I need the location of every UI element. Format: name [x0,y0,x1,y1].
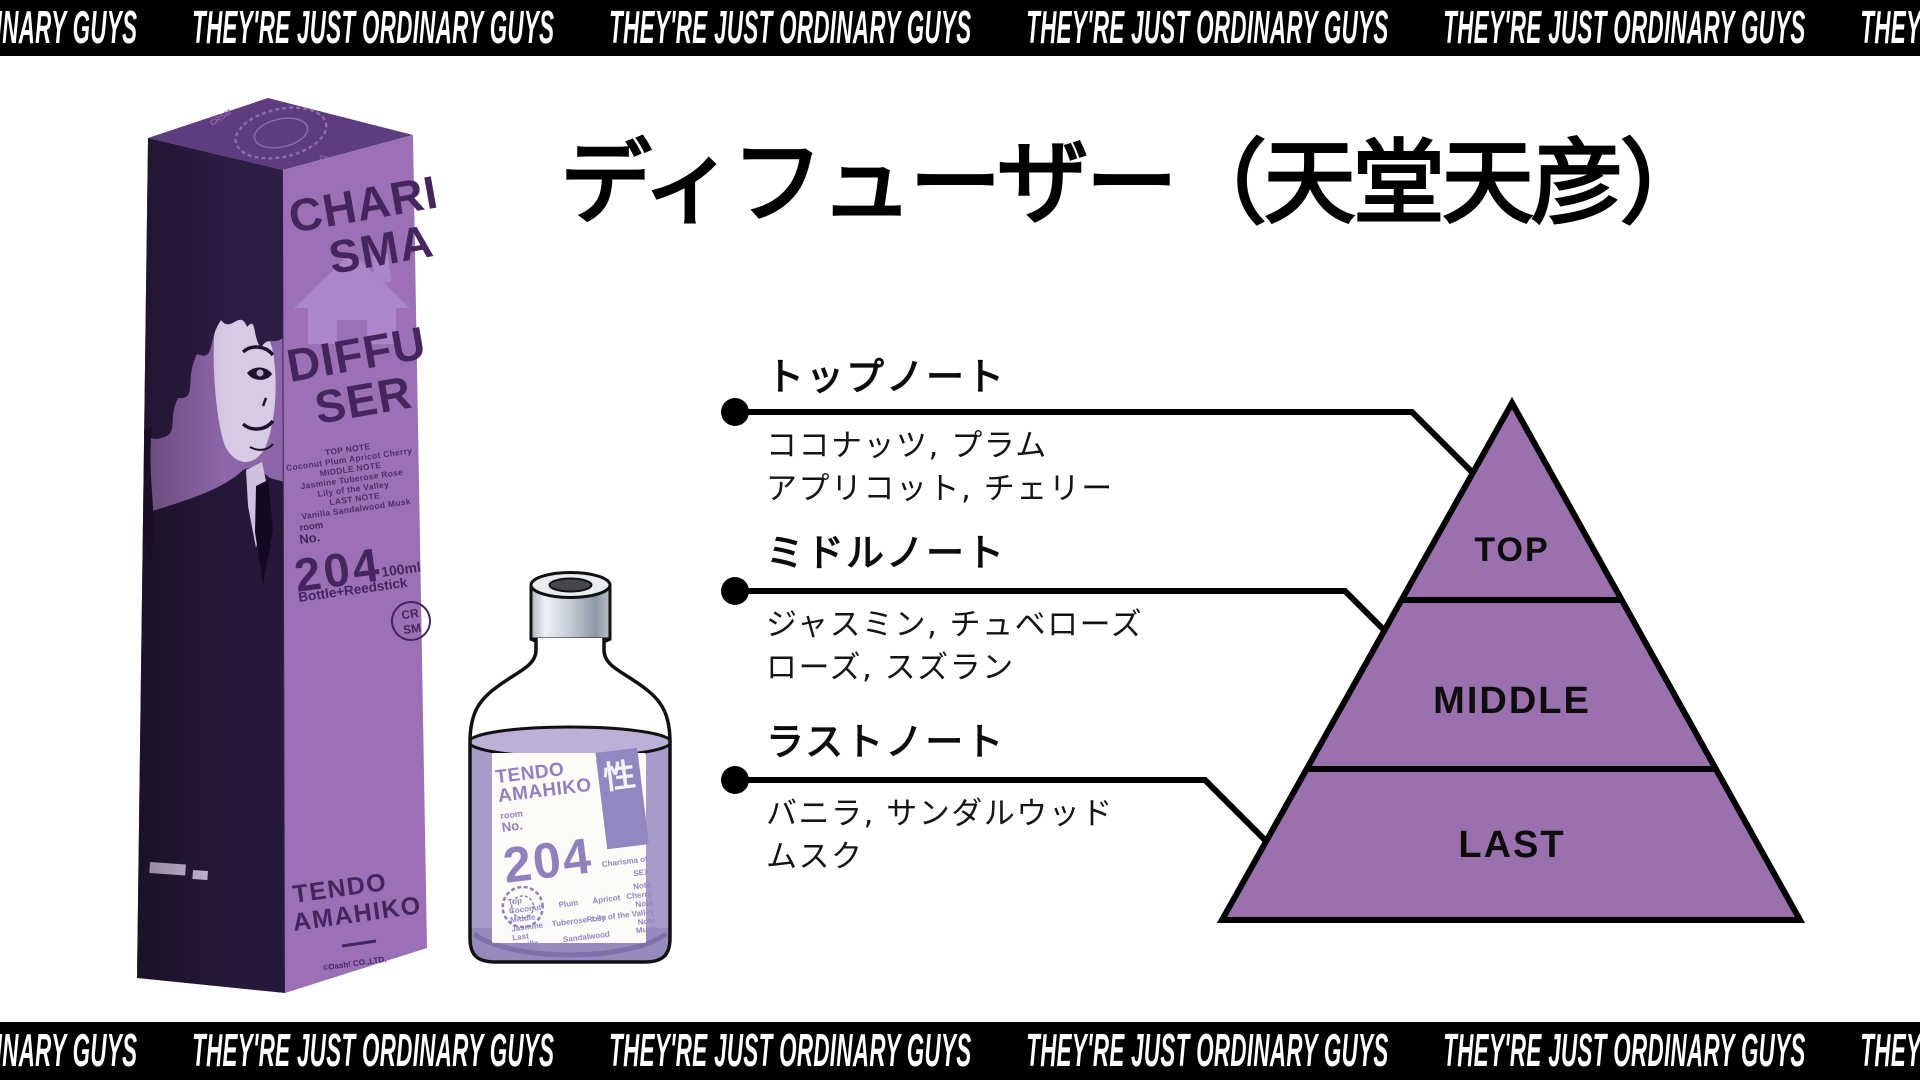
banner-text: THEY'RE JUST ORDINARY GUYS [192,1,555,54]
diffuser-bottle: TENDO AMAHIKO room No. 204 性 Charisma of… [468,571,672,964]
grid-cell: Apricot [592,893,621,905]
banner-bottom: THEY'RE JUST ORDINARY GUYS THEY'RE JUST … [0,1022,1920,1080]
label-note-grid: Top Note Coconut Plum Apricot Cherry Mid… [507,880,657,950]
top-note-heading: トップノート [766,355,1007,399]
grid-cell: Plum [558,898,579,909]
box-room-label: room [299,520,324,534]
connector-middle [735,588,1387,633]
badge-line1: CR [400,606,419,622]
pyramid-label-last: LAST [1458,824,1565,866]
note-connectors [721,398,1476,844]
box-left-shading [137,138,285,993]
house-door [337,320,367,344]
top-note-body: ココナッツ, プラム アプリコット, チェリー [766,425,1114,511]
banner-text: THEY'RE JUST ORDINARY GUYS [1026,1,1389,54]
connector-top [735,409,1476,476]
badge-line2: SM [402,621,422,637]
last-note-line1: バニラ, サンダルウッド [766,796,1114,832]
last-note-body: バニラ, サンダルウッド ムスク [766,793,1114,879]
page-title: ディフューザー（天堂天彦） [560,130,1712,237]
grid-cell: Musk [635,924,657,935]
connector-last [735,777,1269,844]
product-box: TENDO AMAHIKO CRSM [137,98,442,994]
box-round-badge: CR SM [391,601,431,641]
grid-cell: Note [637,916,656,927]
liquid-surface [470,725,670,759]
house-icon [294,252,410,344]
pyramid-shape [1216,396,1806,923]
label-kanji-badge [595,747,649,850]
pyramid-label-middle: MIDDLE [1433,680,1591,722]
grid-cell: Coconut [509,903,543,916]
grid-cell: Rose [586,913,607,924]
character-art [137,138,285,993]
banner-text: THEY'RE JUST ORDINARY GUYS [1860,1,1920,54]
banner-text: THEY'RE JUST ORDINARY GUYS [1860,1024,1920,1077]
connector-dot-middle [721,577,749,605]
bottle-outline [468,638,672,964]
banner-text: THEY'RE JUST ORDINARY GUYS [0,1024,138,1077]
grid-cell: Jasmine [511,921,544,934]
bottle-bottom-curve [472,931,668,958]
box-no-label: No. [298,529,321,547]
grid-cell: Note [633,880,652,891]
box-top-ring-logo [234,106,328,160]
banner-text: THEY'RE JUST ORDINARY GUYS [609,1024,972,1077]
banner-text: THEY'RE JUST ORDINARY GUYS [0,1,138,54]
label-stamp-inner [510,895,535,919]
box-top-ring-inner [253,117,309,149]
banner-text: THEY'RE JUST ORDINARY GUYS [1443,1024,1806,1077]
grid-cell: Top [507,896,522,907]
grid-cell: Middle [510,912,537,924]
box-front-face [283,135,427,993]
connector-dot-last [721,766,749,794]
box-volume: 100ml [380,559,422,580]
banner-text: THEY'RE JUST ORDINARY GUYS [1443,1,1806,54]
house-roof [294,252,410,308]
grid-cell: Note [635,898,654,909]
label-kanji-glyph: 性 [601,755,637,797]
label-no-label: No. [501,817,524,834]
middle-note-body: ジャスミン, チュベローズ ローズ, スズラン [766,604,1143,690]
middle-note-heading: ミドルノート [766,531,1007,575]
last-note-heading: ラストノート [766,720,1006,764]
banner-text: THEY'RE JUST ORDINARY GUYS [1026,1024,1389,1077]
label-stamp-outer [501,885,544,929]
badge-circle [391,601,431,641]
box-room-number: 204 [291,537,385,602]
label-room-label: room [500,808,524,821]
banner-top: THEY'RE JUST ORDINARY GUYS THEY'RE JUST … [0,0,1920,56]
banner-track: THEY'RE JUST ORDINARY GUYS THEY'RE JUST … [0,1024,1920,1078]
banner-text: THEY'RE JUST ORDINARY GUYS [192,1024,555,1077]
top-note-line2: アプリコット, チェリー [766,471,1114,507]
grid-cell: Last [512,931,530,942]
bottle-cap-hole [548,577,593,593]
connector-dot-top [721,398,749,426]
fragrance-pyramid: TOP MIDDLE LAST [1216,396,1806,923]
middle-note-line2: ローズ, スズラン [766,650,1015,686]
pyramid-label-top: TOP [1474,531,1549,569]
label-room-number: 204 [500,827,596,893]
banner-track: THEY'RE JUST ORDINARY GUYS THEY'RE JUST … [0,1,1920,55]
banner-text: THEY'RE JUST ORDINARY GUYS [609,1,972,54]
box-owner-dash [341,939,377,948]
grid-cell: Vanilla [513,938,540,950]
grid-cell: Cherry [626,889,653,901]
label-charisma-line2: SEX [633,867,651,878]
bottle-label-content: TENDO AMAHIKO room No. 204 性 Charisma of… [494,747,657,950]
top-note-line1: ココナッツ, プラム [766,428,1048,464]
grid-cell: Tuberose [551,915,588,928]
last-note-line2: ムスク [766,839,864,875]
box-top-face [148,98,413,170]
middle-note-line1: ジャスミン, チュベローズ [766,607,1144,643]
